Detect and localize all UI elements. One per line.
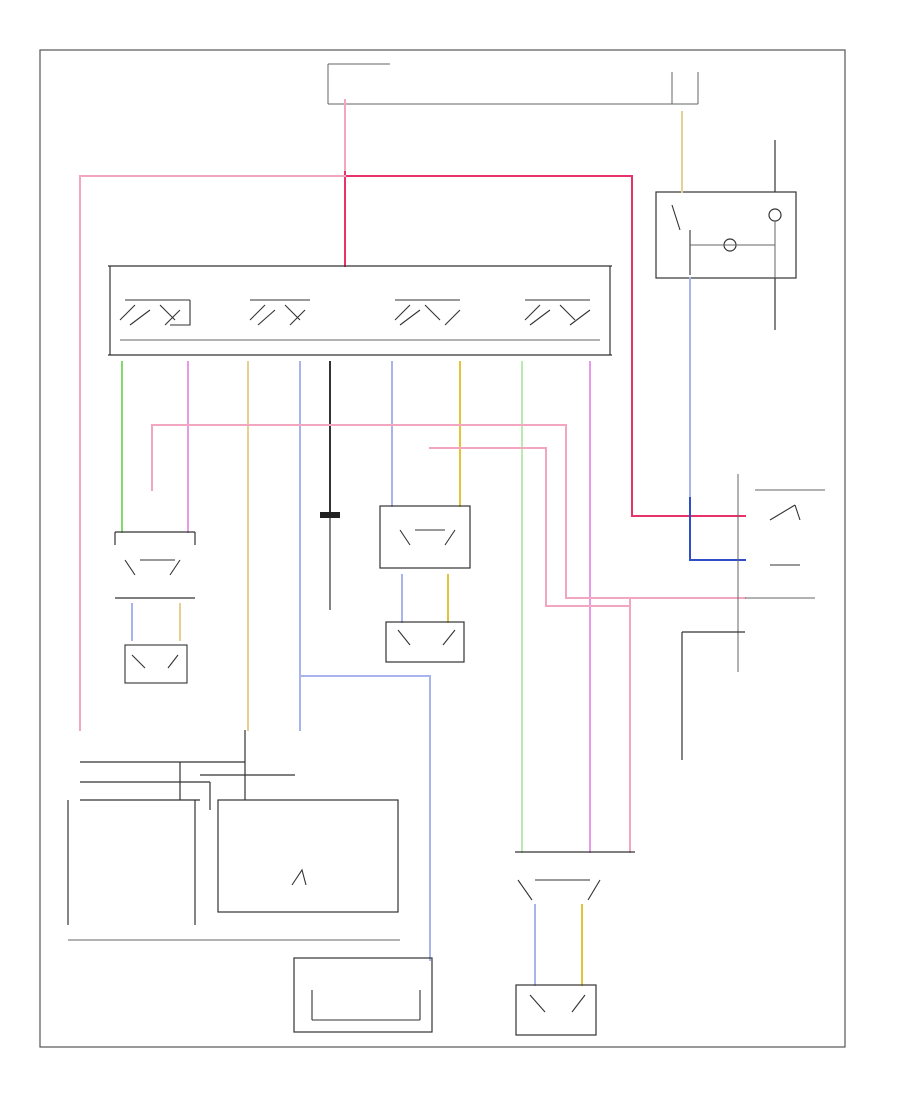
diagram-border [39,49,846,1048]
wire-red-bus-top [344,171,746,517]
switch-group-3 [394,299,461,326]
wire-pink-cross-1 [151,424,746,599]
mirror-switch-assembly [108,265,612,356]
right-lower-switch [515,851,635,901]
switch-group-1 [119,299,191,326]
right-motor [515,904,597,1036]
right-lower-connector [681,631,745,760]
wire-pink-left-loop [79,175,346,731]
center-motor [385,574,465,663]
switch-group-4 [524,299,591,326]
left-switch-module [114,531,196,599]
switch-group-2 [249,299,310,326]
left-motor-1 [124,603,188,684]
fuse-block-right [671,72,699,105]
wire-blue-bottom [299,675,431,961]
fuse-block-left [327,63,672,105]
bottom-control-unit [200,730,399,913]
wire-pink-cross-2 [429,447,631,607]
lower-left-relay [67,761,245,925]
ground-symbol [320,512,340,610]
relay-box [655,111,797,279]
left-motor-2 [68,939,433,1033]
right-switch-module [737,474,825,672]
center-switch-module [379,505,471,569]
wire-darkblue-switch [689,497,746,561]
